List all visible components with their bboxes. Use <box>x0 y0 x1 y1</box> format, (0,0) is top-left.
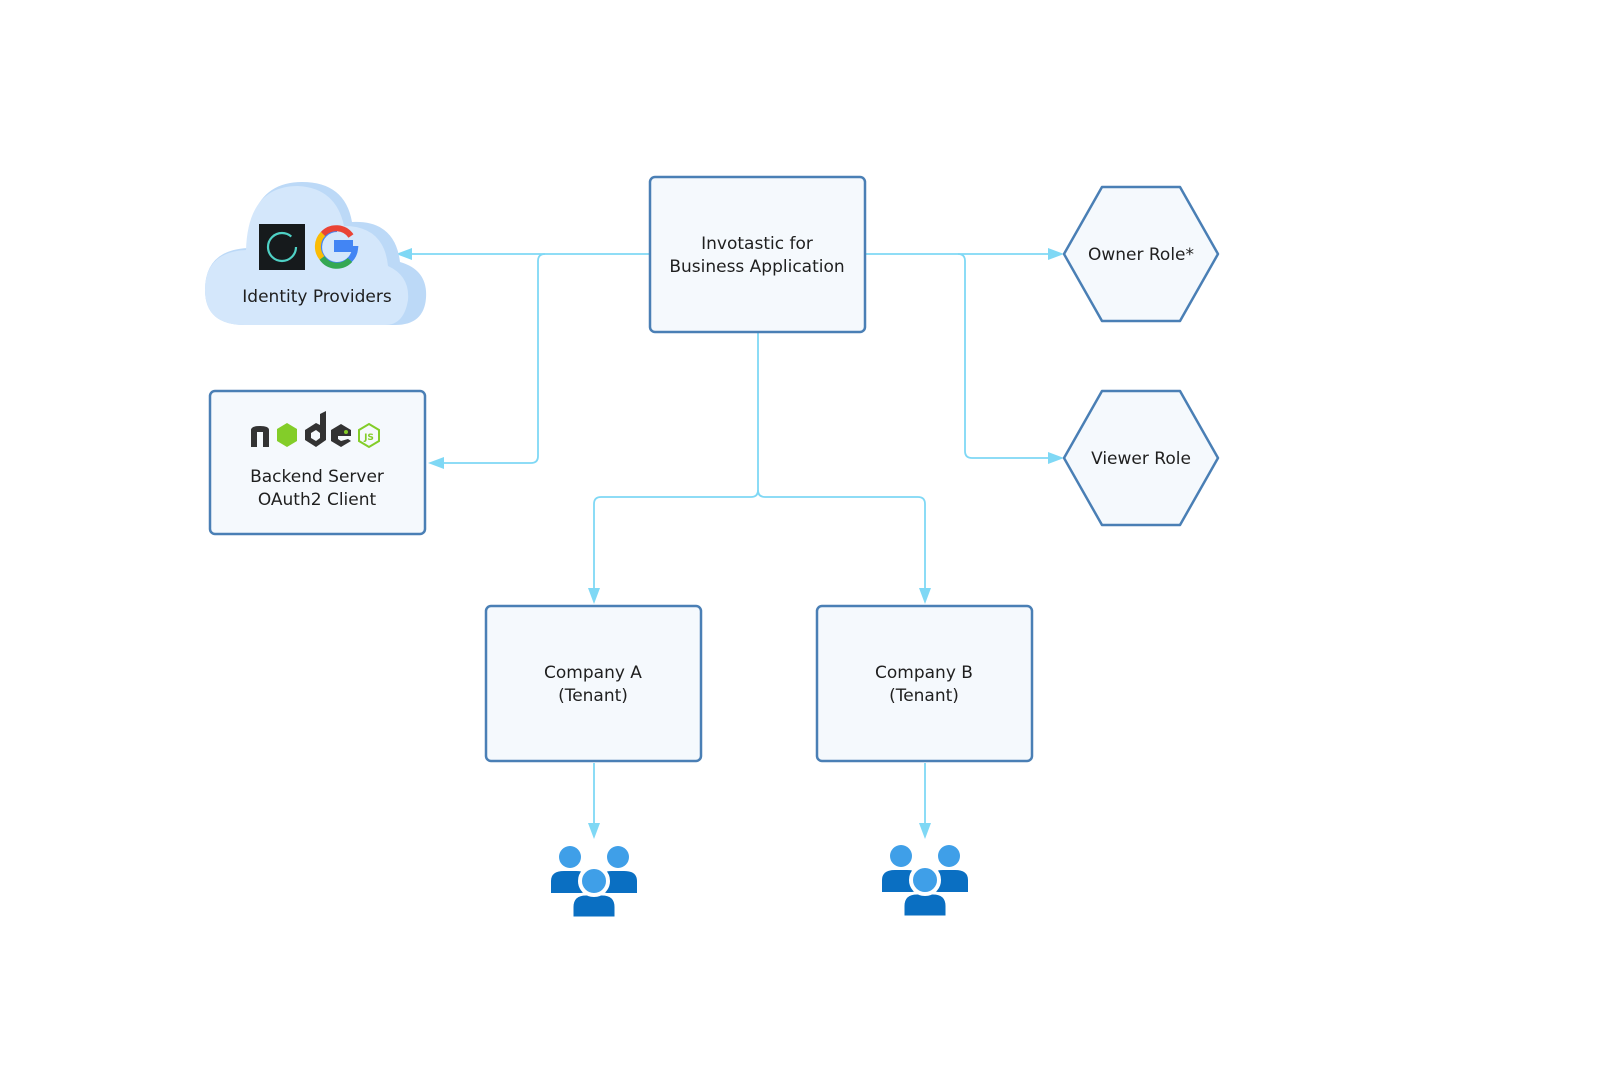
app-label-line-2: Business Application <box>669 257 844 277</box>
company-a-box <box>484 604 703 763</box>
arrowhead-company-a <box>588 588 600 604</box>
arrowhead-backend <box>428 457 444 469</box>
edge-app-backend <box>442 253 546 464</box>
identity-providers-label: Identity Providers <box>242 287 392 307</box>
arrowhead-owner <box>1048 248 1064 260</box>
edge-app-viewer <box>957 253 1048 459</box>
company-a-label-line-2: (Tenant) <box>558 686 628 706</box>
users-group-icon <box>882 845 968 919</box>
backend-node[interactable]: JS Backend Server OAuth2 Client <box>208 389 427 536</box>
identity-providers-node[interactable]: Identity Providers <box>205 182 427 325</box>
users-group-icon <box>551 846 637 920</box>
owner-role-node[interactable]: Owner Role* <box>1062 185 1220 323</box>
owner-role-hexagon <box>1062 185 1220 323</box>
svg-text:JS: JS <box>363 433 374 443</box>
viewer-role-node[interactable]: Viewer Role <box>1062 389 1220 527</box>
nodejs-logo: JS <box>251 411 380 449</box>
edge-app-company-a <box>593 333 759 590</box>
edge-app-company-b <box>757 489 926 590</box>
backend-label-line-1: Backend Server <box>250 467 384 487</box>
app-node[interactable]: Invotastic for Business Application <box>648 175 867 334</box>
backend-box <box>208 389 427 536</box>
company-b-box <box>815 604 1034 763</box>
arrowhead-viewer <box>1048 452 1064 464</box>
okta-like-ring-icon <box>259 224 305 270</box>
company-b-label-line-1: Company B <box>875 663 973 683</box>
app-box <box>648 175 867 334</box>
viewer-role-hexagon <box>1062 389 1220 527</box>
company-b-node[interactable]: Company B (Tenant) <box>815 604 1034 763</box>
company-a-node[interactable]: Company A (Tenant) <box>484 604 703 763</box>
company-a-label-line-1: Company A <box>544 663 642 683</box>
connectors <box>396 248 1064 839</box>
google-g-icon <box>314 225 359 269</box>
arrowhead-company-b <box>919 588 931 604</box>
company-b-label-line-2: (Tenant) <box>889 686 959 706</box>
app-label-line-1: Invotastic for <box>701 234 813 254</box>
arrowhead-users-b <box>919 823 931 839</box>
viewer-role-label: Viewer Role <box>1091 449 1191 469</box>
backend-label-line-2: OAuth2 Client <box>258 490 377 510</box>
arrowhead-users-a <box>588 823 600 839</box>
cloud-shape <box>205 182 427 325</box>
owner-role-label: Owner Role* <box>1088 245 1194 265</box>
arrowhead-identity <box>396 248 412 260</box>
